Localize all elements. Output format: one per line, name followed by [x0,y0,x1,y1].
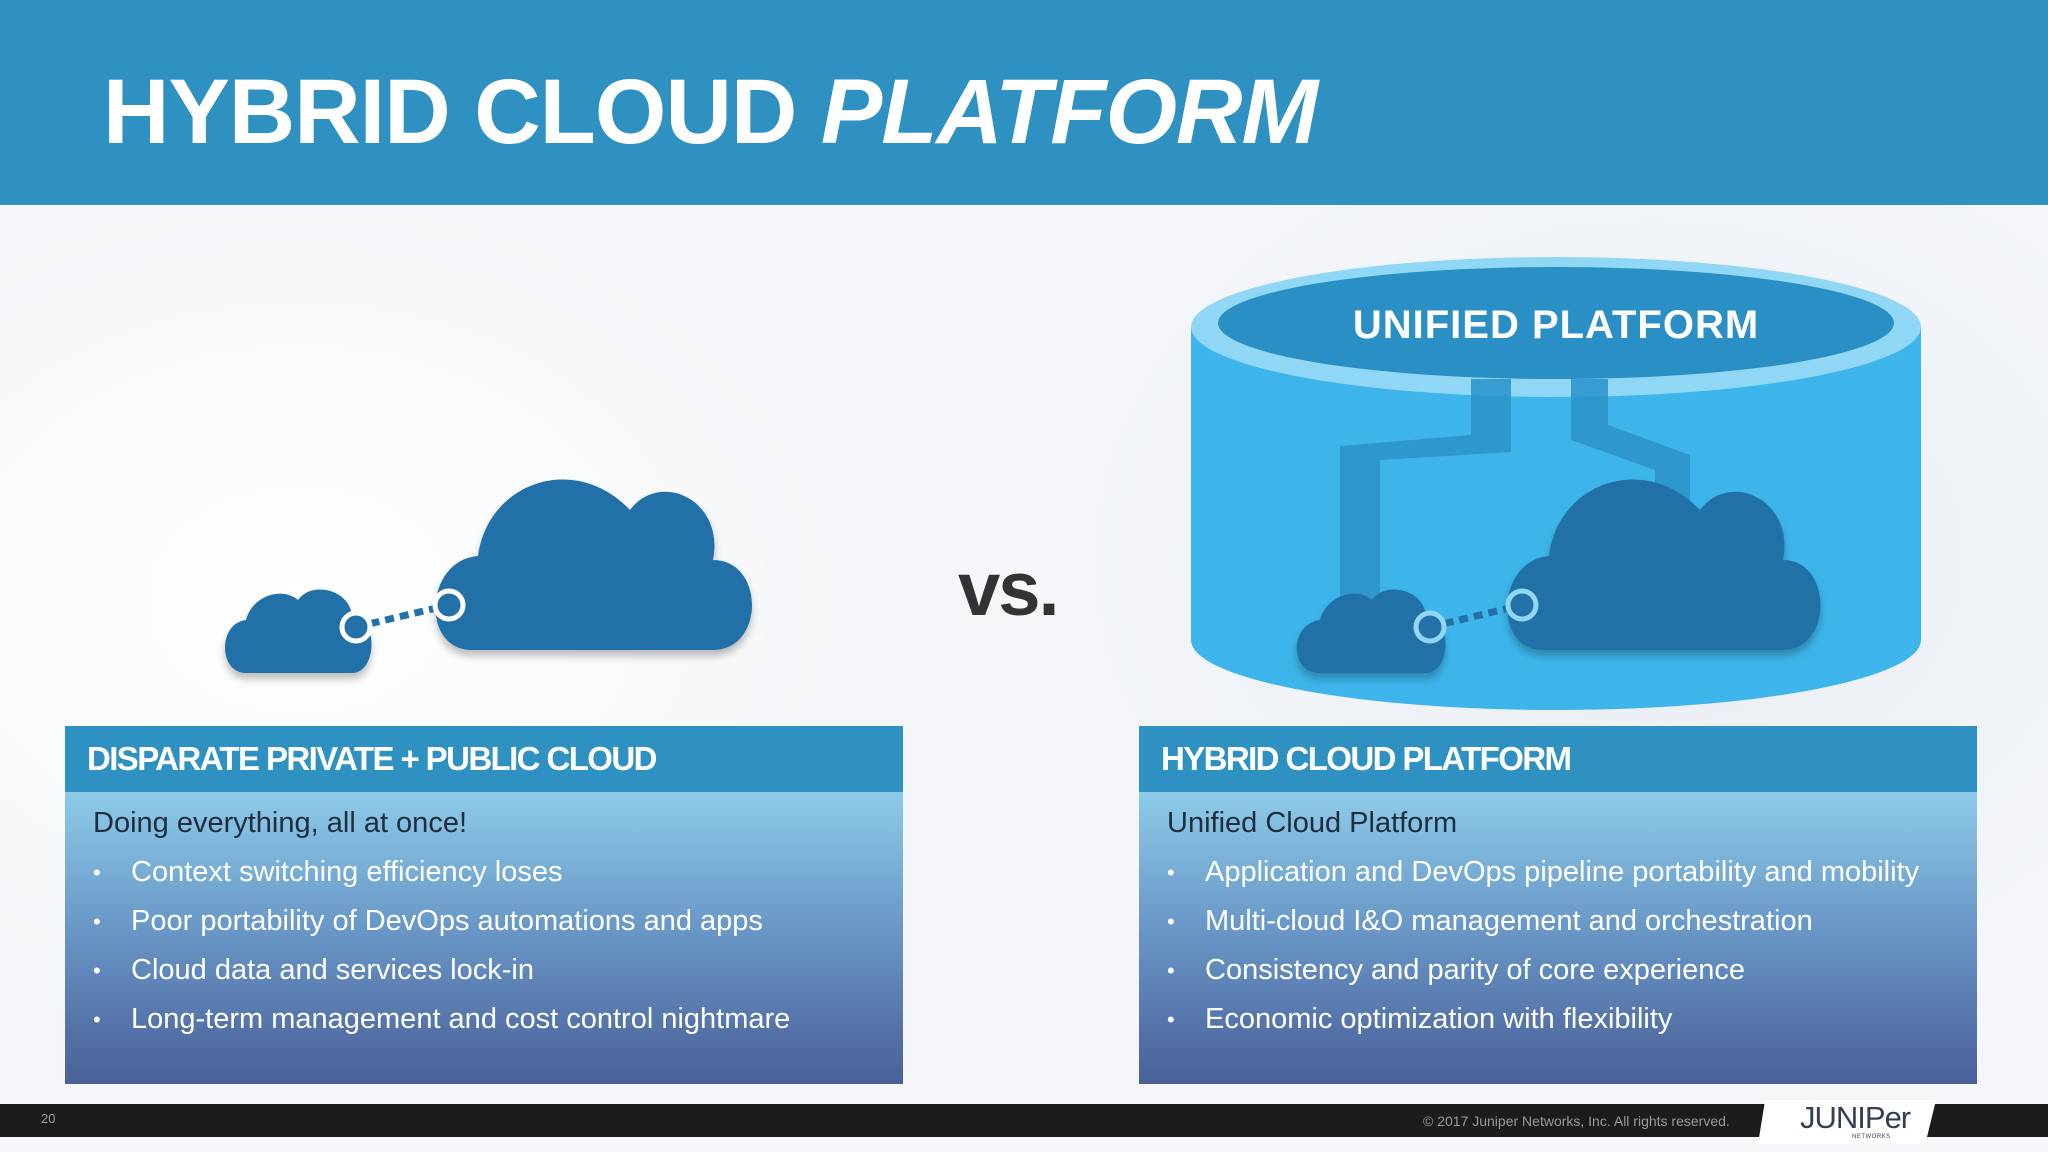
bullet-icon: • [1167,1007,1175,1032]
bullet-icon: • [1167,860,1175,885]
list-item-text: Long-term management and cost control ni… [131,1003,791,1035]
list-item: • Consistency and parity of core experien… [1167,953,1977,988]
bullet-icon: • [93,909,101,934]
bullet-list: • Application and DevOps pipeline portabi… [1167,855,1977,1037]
footer-bar [0,1104,2048,1137]
small-cloud-icon [225,589,372,673]
list-item-text: Cloud data and services lock-in [131,954,534,986]
unified-platform-diagram: UNIFIED PLATFORM [1191,257,1921,710]
list-item-text: Multi-cloud I&O management and orchestra… [1205,905,1813,937]
list-item-text: Application and DevOps pipeline portabil… [1205,856,1920,888]
panel-lead-text: Unified Cloud Platform [1167,807,1458,839]
panel-header: DISPARATE PRIVATE + PUBLIC CLOUD [65,726,903,792]
list-item: • Cloud data and services lock-in [93,953,903,988]
title-main: HYBRID CLOUD [103,61,821,163]
small-cloud-icon [1296,589,1446,673]
platform-top-surface [1218,267,1894,379]
panel-hybrid-cloud-platform: HYBRID CLOUD PLATFORM Unified Cloud Plat… [1139,726,1977,1084]
large-cloud-icon [1507,479,1821,650]
connector-link [1413,588,1539,644]
unified-platform-label: UNIFIED PLATFORM [1353,303,1759,347]
title-band: HYBRID CLOUD PLATFORM [0,0,2048,205]
panel-body: Unified Cloud Platform • Application and … [1139,792,1977,1084]
vs-label: vs. [958,547,1060,632]
panel-lead-text: Doing everything, all at once! [93,807,467,839]
list-item: • Economic optimization with flexibility [1167,1002,1977,1037]
list-item-text: Context switching efficiency loses [131,856,563,888]
list-item: • Poor portability of DevOps automations … [93,904,903,939]
list-item-text: Consistency and parity of core experienc… [1205,954,1746,986]
page-number: 20 [41,1111,56,1126]
large-cloud-icon [435,479,752,650]
left-clouds-diagram [225,479,752,673]
bullet-icon: • [93,958,101,983]
connector-link [339,588,466,644]
platform-pipe-left [1340,379,1511,605]
bullet-list: • Context switching efficiency loses • Poo… [93,855,903,1037]
logo-background [1758,1100,1936,1144]
list-item: • Long-term management and cost control n… [93,1002,903,1037]
panel-body: Doing everything, all at once! • Context … [65,792,903,1084]
panel-disparate-cloud: DISPARATE PRIVATE + PUBLIC CLOUD Doing e… [65,726,903,1084]
list-item: • Multi-cloud I&O management and orchestr… [1167,904,1977,939]
title-emphasis: PLATFORM [820,61,1318,163]
bullet-icon: • [1167,909,1175,934]
list-item: • Application and DevOps pipeline portabi… [1167,855,1977,890]
juniper-logo-subtitle: NETWORKS [1852,1134,1891,1140]
bullet-icon: • [93,1007,101,1032]
copyright-notice: © 2017 Juniper Networks, Inc. All rights… [1423,1113,1730,1129]
list-item: • Context switching efficiency loses [93,855,903,890]
bullet-icon: • [1167,958,1175,983]
juniper-logo: JUNIPer [1800,1100,1911,1135]
slide-title: HYBRID CLOUD PLATFORM [103,58,1318,166]
panel-header: HYBRID CLOUD PLATFORM [1139,726,1977,792]
list-item-text: Poor portability of DevOps automations a… [131,905,763,937]
bullet-icon: • [93,860,101,885]
list-item-text: Economic optimization with flexibility [1205,1003,1673,1035]
